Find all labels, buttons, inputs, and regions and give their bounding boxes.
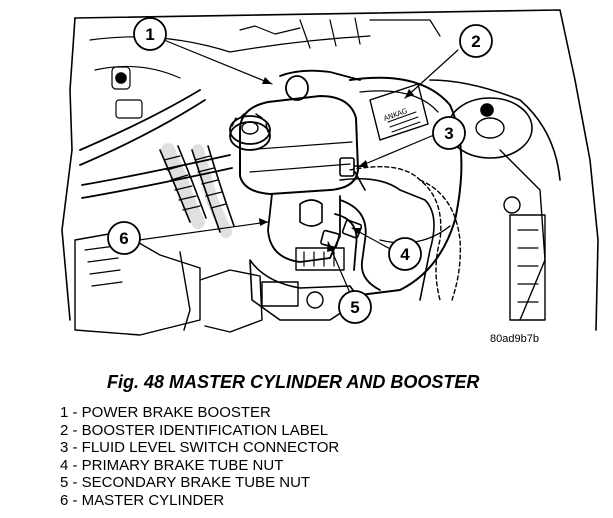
callout-2-label: 2 <box>471 32 480 51</box>
master-cylinder-illustration: ANKAG <box>61 9 599 336</box>
figure-caption: Fig. 48 MASTER CYLINDER AND BOOSTER <box>107 372 480 392</box>
leader-arrowheads <box>259 77 414 252</box>
brake-tubes <box>334 171 435 301</box>
callout-1-label: 1 <box>145 25 154 44</box>
callout-3-label: 3 <box>444 124 453 143</box>
legend-item: 4 - PRIMARY BRAKE TUBE NUT <box>60 456 284 474</box>
callout-6: 6 <box>107 221 141 255</box>
legend-item: 3 - FLUID LEVEL SWITCH CONNECTOR <box>60 439 340 457</box>
legend-item: 1 - POWER BRAKE BOOSTER <box>60 404 271 421</box>
callout-4-label: 4 <box>400 245 410 264</box>
callout-2: 2 <box>459 24 493 58</box>
callout-5: 5 <box>338 290 372 324</box>
legend-list: 1 - POWER BRAKE BOOSTER 2 - BOOSTER IDEN… <box>60 404 339 510</box>
hose-clamp <box>285 75 309 101</box>
callout-5-label: 5 <box>350 298 359 317</box>
image-id: 80ad9b7b <box>490 333 539 345</box>
legend-item: 2 - BOOSTER IDENTIFICATION LABEL <box>60 421 329 439</box>
power-brake-booster <box>279 69 463 296</box>
booster-label-text: ANKAG <box>383 107 409 123</box>
master-cylinder <box>229 95 361 321</box>
legend-item: 5 - SECONDARY BRAKE TUBE NUT <box>60 474 311 492</box>
legend-item: 6 - MASTER CYLINDER <box>60 491 225 509</box>
callout-3: 3 <box>432 116 466 150</box>
engine-bay-background <box>61 9 599 336</box>
wiring-harness <box>349 165 462 301</box>
callout-4: 4 <box>388 237 422 271</box>
callout-1: 1 <box>133 17 167 51</box>
callout-6-label: 6 <box>119 229 128 248</box>
